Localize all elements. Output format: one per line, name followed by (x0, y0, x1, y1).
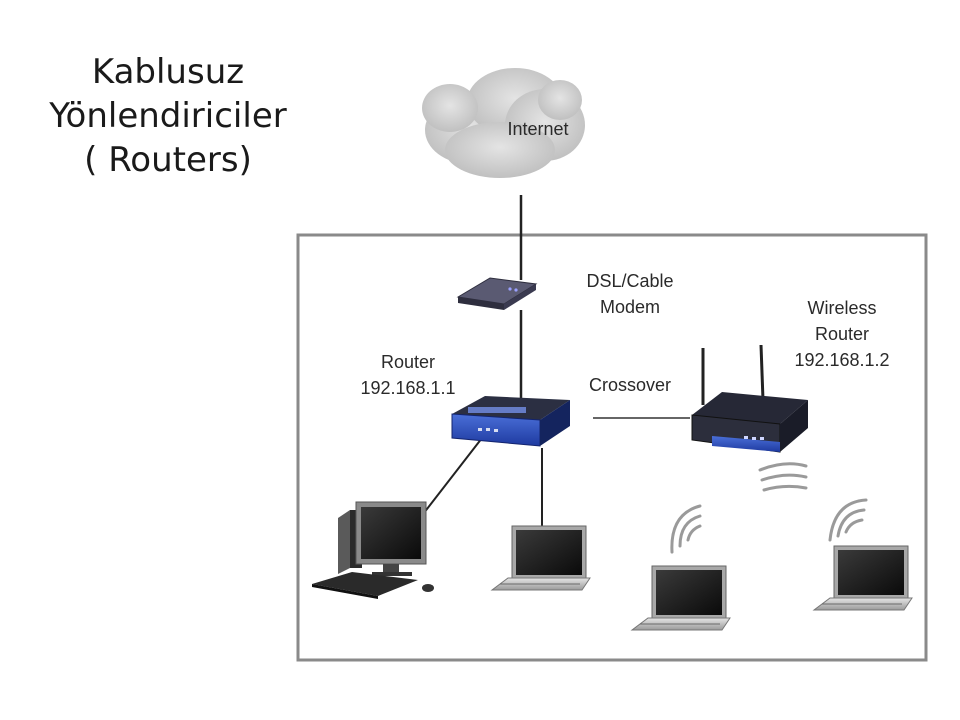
slide-title: Kablusuz Yönlendiriciler ( Routers) (18, 50, 318, 182)
router-label-line2: 192.168.1.1 (360, 378, 455, 398)
title-line-3: ( Routers) (84, 140, 252, 180)
modem-icon (456, 277, 538, 310)
laptop-icon (630, 565, 731, 631)
lan-boundary-box (296, 233, 928, 662)
modem-label-line2: Modem (600, 297, 660, 317)
cloud-icon (422, 68, 585, 178)
title-line-1: Kablusuz (91, 52, 245, 92)
modem-label-line1: DSL/Cable (586, 271, 673, 291)
wireless-label-line1: Wireless (807, 298, 876, 318)
crossover-label: Crossover (589, 375, 671, 395)
wifi-signal-icon (828, 498, 868, 542)
wifi-signal-icon (670, 504, 702, 554)
wireless-router-icon (691, 344, 808, 453)
title-line-2: Yönlendiriciler (49, 96, 287, 136)
router-label-line1: Router (381, 352, 435, 372)
desktop-computer-icon (312, 501, 434, 599)
wireless-label-line2: Router (815, 324, 869, 344)
wireless-label-line3: 192.168.1.2 (794, 350, 889, 370)
laptop-icon (812, 545, 913, 611)
router-icon (451, 396, 570, 447)
router-desktop-link (419, 437, 483, 519)
internet-label: Internet (507, 119, 568, 139)
laptop-icon (490, 525, 591, 591)
wifi-signal-icon (758, 462, 808, 492)
